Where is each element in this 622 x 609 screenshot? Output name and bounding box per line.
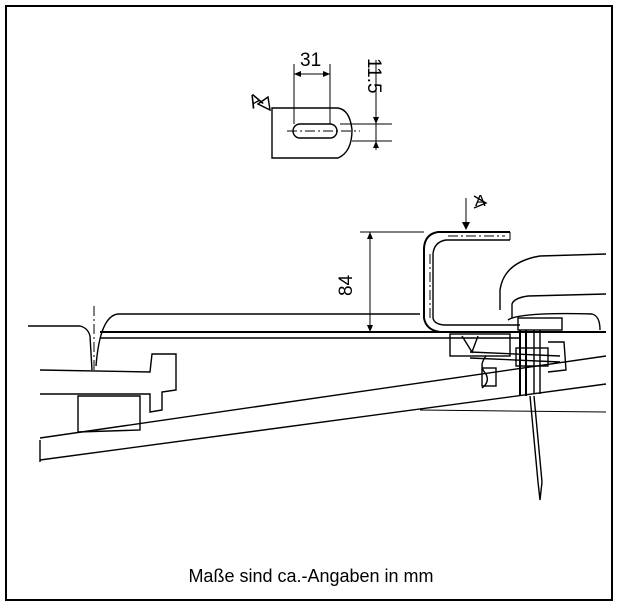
dim-slot-width: 31	[300, 50, 321, 71]
dim-slot-height: 11.5	[363, 58, 384, 94]
view-mark-a-section: A	[475, 193, 486, 210]
dim-height: 84	[336, 274, 357, 296]
slot-detail	[256, 60, 392, 159]
caption: Maße sind ca.-Angaben in mm	[188, 566, 434, 586]
section-view	[28, 195, 607, 501]
view-mark-a-detail: A	[245, 89, 266, 114]
